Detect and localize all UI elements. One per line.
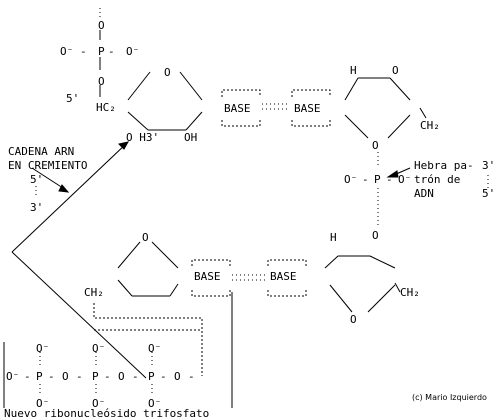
top-hc2: HC₂ — [96, 101, 116, 114]
label-left-5prime: 5' — [30, 173, 44, 186]
base-top-left: BASE — [224, 102, 251, 115]
label-hebra-3: ADN — [414, 187, 434, 200]
top-oxygen: O — [98, 19, 105, 32]
tri-o-minus-3-bottom: O⁻ — [148, 397, 162, 410]
tri-o-minus-2-top: O⁻ — [92, 342, 106, 355]
pointer-to-triphosphate — [11, 251, 147, 379]
label-right-3prime: 3' — [482, 159, 496, 172]
tri-o-2: O — [118, 370, 125, 383]
tri-o-minus-1-top: O⁻ — [36, 342, 50, 355]
label-hebra-2: trón de — [414, 173, 461, 186]
lower-right-ring-oxygen: O — [350, 313, 357, 326]
label-oh: OH — [184, 131, 198, 144]
lower-right-hydrogen: H — [330, 231, 337, 244]
label-cadena-2: EN CREMIENTO — [8, 159, 88, 172]
tri-o-3: O — [174, 370, 181, 383]
lower-right-oxygen: O — [372, 229, 379, 242]
base-bottom-right: BASE — [270, 270, 297, 283]
top-phosphorus: P — [98, 45, 105, 58]
top-right-ch2: CH₂ — [420, 119, 440, 132]
top-right-hydrogen: H — [350, 64, 357, 77]
lower-left-ch2: CH₂ — [84, 286, 104, 299]
label-o-h3prime: O H3' — [126, 131, 160, 144]
label-cadena-1: CADENA ARN — [8, 145, 75, 158]
label-hebra-1: Hebra pa- — [414, 159, 474, 172]
base-top-right: BASE — [294, 102, 321, 115]
lower-left-ring-oxygen: O — [142, 231, 149, 244]
base-bottom-left: BASE — [194, 270, 221, 283]
top-ring-oxygen: O — [164, 66, 171, 79]
top-right-ring-oxygen: O — [372, 139, 379, 152]
label-5prime-top: 5' — [66, 92, 80, 105]
tri-o-minus-3-top: O⁻ — [148, 342, 162, 355]
mid-phosphorus: P — [374, 173, 381, 186]
mid-o-minus-right: O⁻ — [398, 173, 412, 186]
tri-o-minus-1-bottom: O⁻ — [36, 397, 50, 410]
top-right-oxygen: O — [392, 64, 399, 77]
top-o-minus-left: O⁻ — [60, 45, 74, 58]
label-left-3prime: 3' — [30, 201, 44, 214]
tri-o-minus-2-bottom: O⁻ — [92, 397, 106, 410]
top-o-minus-right: O⁻ — [126, 45, 140, 58]
mid-o-minus-left: O⁻ — [344, 173, 358, 186]
tri-o-1: O — [62, 370, 69, 383]
label-right-5prime: 5' — [482, 187, 496, 200]
top-ester-oxygen: O — [98, 75, 105, 88]
credit-text: (c) Mario Izquierdo — [412, 393, 487, 402]
tri-p1: P — [36, 370, 43, 383]
tri-o-minus-end: O⁻ — [6, 370, 20, 383]
caption-text: Nuevo ribonucleósido trifosfato — [4, 407, 210, 420]
tri-p3: P — [148, 370, 155, 383]
lower-right-ch2: CH₂ — [400, 286, 420, 299]
tri-p2: P — [92, 370, 99, 383]
